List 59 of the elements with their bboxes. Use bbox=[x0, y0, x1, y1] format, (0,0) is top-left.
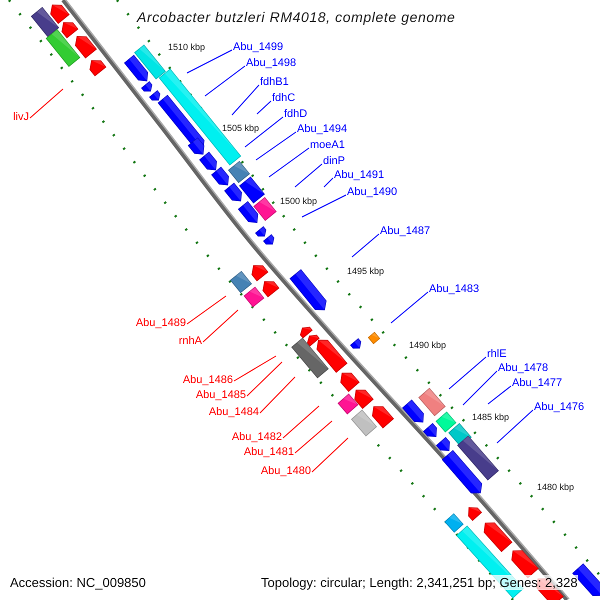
gene-label: Abu_1477 bbox=[512, 377, 562, 389]
leader-line bbox=[246, 362, 282, 396]
leader-line bbox=[488, 386, 512, 404]
gene-label: fdhD bbox=[284, 108, 308, 120]
gene-label: Abu_1491 bbox=[334, 169, 384, 181]
gene-label: Abu_1478 bbox=[498, 362, 548, 374]
leader-line bbox=[282, 406, 320, 438]
leader-line bbox=[312, 438, 348, 472]
leader-line bbox=[260, 376, 296, 414]
leader-line bbox=[232, 84, 260, 116]
leader-line bbox=[390, 292, 428, 324]
gene-label: fdhC bbox=[272, 92, 296, 104]
leader-line bbox=[352, 234, 380, 258]
leader-line bbox=[496, 410, 534, 444]
gene-label: Abu_1486 bbox=[182, 374, 233, 386]
leader-line bbox=[302, 194, 346, 218]
leader-line bbox=[294, 164, 322, 188]
leader-line bbox=[202, 310, 238, 342]
leader-line bbox=[294, 420, 332, 454]
gene-label: dinP bbox=[323, 155, 346, 167]
leader-line bbox=[204, 66, 246, 96]
leader-line bbox=[244, 116, 284, 148]
scale-tick-label: 1510 kbp bbox=[168, 42, 206, 52]
scale-tick-label: 1505 kbp bbox=[222, 123, 260, 133]
leader-line bbox=[462, 370, 498, 406]
leader-line bbox=[186, 296, 226, 324]
scale-tick-label: 1480 kbp bbox=[537, 482, 574, 492]
gene-label: Abu_1481 bbox=[244, 446, 294, 458]
gene-label: Abu_1489 bbox=[136, 317, 186, 329]
gene-label: Abu_1499 bbox=[233, 41, 284, 53]
gene-label: Abu_1485 bbox=[196, 389, 246, 401]
gene-label: livJ bbox=[13, 111, 29, 123]
scale-tick-label: 1500 kbp bbox=[280, 196, 318, 206]
scale-tick-label: 1485 kbp bbox=[472, 412, 510, 422]
gene-label: Abu_1476 bbox=[534, 401, 584, 413]
leader-line bbox=[324, 178, 334, 188]
gene-label: Abu_1494 bbox=[297, 123, 348, 135]
leader-line bbox=[268, 148, 310, 178]
gene-label: Abu_1490 bbox=[347, 186, 398, 198]
gene-label: fdhB1 bbox=[260, 76, 289, 88]
gene-label: Abu_1482 bbox=[232, 431, 282, 443]
gene-label: Abu_1498 bbox=[246, 57, 296, 69]
leader-line bbox=[234, 356, 276, 382]
gene-label: Abu_1480 bbox=[260, 465, 311, 477]
gene-label: rnhA bbox=[178, 335, 202, 347]
gene-label: Abu_1484 bbox=[208, 406, 259, 418]
scale-tick-label: 1495 kbp bbox=[347, 266, 384, 276]
gene-label: Abu_1483 bbox=[429, 283, 480, 295]
gene-label: rhlE bbox=[487, 348, 507, 360]
gene-label: moeA1 bbox=[310, 139, 345, 151]
scale-tick-label: 1490 kbp bbox=[409, 340, 446, 350]
map-title: Arcobacter butzleri RM4018, complete genome bbox=[137, 9, 456, 25]
leader-line bbox=[30, 88, 64, 118]
gene-label: Abu_1487 bbox=[380, 225, 430, 237]
leader-line bbox=[256, 132, 296, 160]
leader-line bbox=[448, 356, 486, 390]
leader-line bbox=[256, 100, 272, 114]
accession-text: Accession: NC_009850 bbox=[10, 575, 146, 590]
leader-line bbox=[186, 50, 232, 74]
